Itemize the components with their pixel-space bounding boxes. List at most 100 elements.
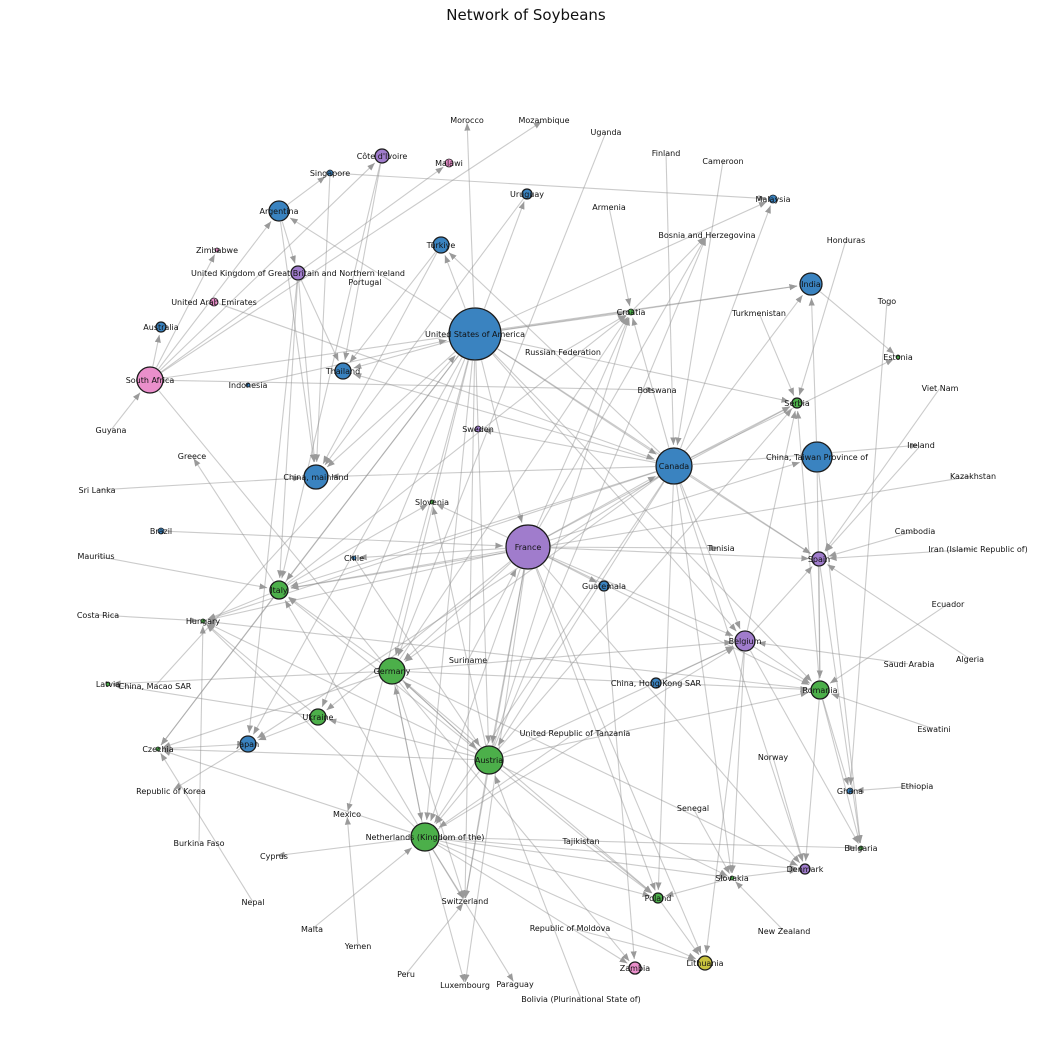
edge-12 <box>501 310 626 331</box>
edge-161 <box>819 566 863 844</box>
node-canada[interactable] <box>655 447 693 485</box>
edge-122 <box>207 619 811 690</box>
node-china-taiwan-province-of[interactable] <box>801 441 833 473</box>
edge-137 <box>279 221 316 463</box>
edge-42 <box>536 567 702 955</box>
node-label-turkmenistan: Turkmenistan <box>731 309 786 318</box>
edge-64 <box>676 484 734 874</box>
node-belgium[interactable] <box>734 630 756 652</box>
node-argentina[interactable] <box>268 200 290 222</box>
edge-91 <box>112 671 379 687</box>
node-croatia[interactable] <box>627 308 635 316</box>
edge-123 <box>207 593 270 620</box>
node-label-czechia: Czechia <box>142 745 173 754</box>
edge-96 <box>284 600 418 825</box>
node-estonia[interactable] <box>895 354 901 360</box>
node-ukraine[interactable] <box>309 708 327 726</box>
edge-52 <box>256 475 659 739</box>
node-label-denmark: Denmark <box>787 865 824 874</box>
edge-54 <box>689 475 811 555</box>
node-lithuania[interactable] <box>697 955 713 971</box>
node-indonesia[interactable] <box>245 382 251 388</box>
node-label-tunisia: Tunisia <box>706 544 734 553</box>
node-united-states-of-america[interactable] <box>448 307 502 361</box>
node-t-rkiye[interactable] <box>432 236 450 254</box>
node-china-mainland[interactable] <box>303 464 329 490</box>
node-slovenia[interactable] <box>429 499 435 505</box>
node-uruguay[interactable] <box>521 188 533 200</box>
edge-13 <box>501 339 790 403</box>
node-china-hong-kong-sar[interactable] <box>650 677 662 689</box>
node-label-latvia: Latvia <box>96 680 120 689</box>
node-germany[interactable] <box>378 657 406 685</box>
edge-46 <box>358 547 506 561</box>
node-serbia[interactable] <box>791 397 803 409</box>
edge-204 <box>355 560 481 747</box>
edge-34 <box>542 564 801 864</box>
node-thailand[interactable] <box>334 362 352 380</box>
node-malawi[interactable] <box>444 158 454 168</box>
node-italy[interactable] <box>269 580 289 600</box>
node-label-malaysia: Malaysia <box>756 195 791 204</box>
edge-154 <box>112 682 310 717</box>
node-poland[interactable] <box>652 892 664 904</box>
edge-189 <box>160 752 253 902</box>
node-singapore[interactable] <box>326 169 334 177</box>
node-label-poland: Poland <box>645 894 672 903</box>
node-india[interactable] <box>799 272 823 296</box>
node-label-italy: Italy <box>270 586 288 595</box>
node-label-viet-nam: Viet Nam <box>922 384 959 393</box>
node-c-te-d-ivoire[interactable] <box>374 148 390 164</box>
node-australia[interactable] <box>155 321 167 333</box>
edge-77 <box>162 746 475 761</box>
node-label-senegal: Senegal <box>677 804 709 813</box>
node-label-lithuania: Lithuania <box>686 959 723 968</box>
node-label-slovakia: Slovakia <box>715 874 749 883</box>
edge-90 <box>395 684 465 899</box>
node-austria[interactable] <box>474 745 504 775</box>
node-slovakia[interactable] <box>729 875 735 881</box>
node-zimbabwe[interactable] <box>214 247 220 253</box>
node-label-guyana: Guyana <box>96 426 127 435</box>
node-hungary[interactable] <box>200 618 206 624</box>
edge-83 <box>288 596 381 664</box>
node-netherlands-kingdom-of-the[interactable] <box>410 822 440 852</box>
edge-62 <box>690 358 894 459</box>
node-sweden[interactable] <box>474 425 482 433</box>
edge-126 <box>193 458 275 582</box>
edge-104 <box>439 836 857 851</box>
node-czechia[interactable] <box>155 746 161 752</box>
edge-178 <box>97 475 302 491</box>
node-spain[interactable] <box>811 551 827 567</box>
edge-109 <box>753 646 811 684</box>
node-label-uganda: Uganda <box>591 128 622 137</box>
node-ghana[interactable] <box>846 787 854 795</box>
node-label-yemen: Yemen <box>344 942 372 951</box>
node-label-singapore: Singapore <box>310 169 350 178</box>
edge-192 <box>198 625 206 843</box>
node-united-arab-emirates[interactable] <box>209 297 219 307</box>
edge-94 <box>437 647 735 830</box>
node-brazil[interactable] <box>157 527 165 535</box>
node-united-kingdom-of-great-britain-and-northern-ireland[interactable] <box>290 265 306 281</box>
node-zambia[interactable] <box>628 961 642 975</box>
node-guatemala[interactable] <box>598 580 610 592</box>
node-denmark[interactable] <box>799 863 811 875</box>
node-japan[interactable] <box>239 735 257 753</box>
edge-147 <box>280 163 381 579</box>
node-latvia[interactable] <box>105 681 111 687</box>
node-chile[interactable] <box>351 555 357 561</box>
node-bulgaria[interactable] <box>858 845 864 851</box>
edge-132 <box>161 121 542 373</box>
edge-184 <box>693 808 731 874</box>
edge-165 <box>563 314 627 352</box>
node-malaysia[interactable] <box>768 194 778 204</box>
edge-120 <box>803 699 820 862</box>
node-romania[interactable] <box>810 680 830 700</box>
node-france[interactable] <box>505 524 551 570</box>
node-label-uruguay: Uruguay <box>510 190 544 199</box>
node-south-africa[interactable] <box>136 366 164 394</box>
edge-56 <box>631 317 670 448</box>
edge-47 <box>330 466 656 480</box>
edge-55 <box>690 406 791 458</box>
